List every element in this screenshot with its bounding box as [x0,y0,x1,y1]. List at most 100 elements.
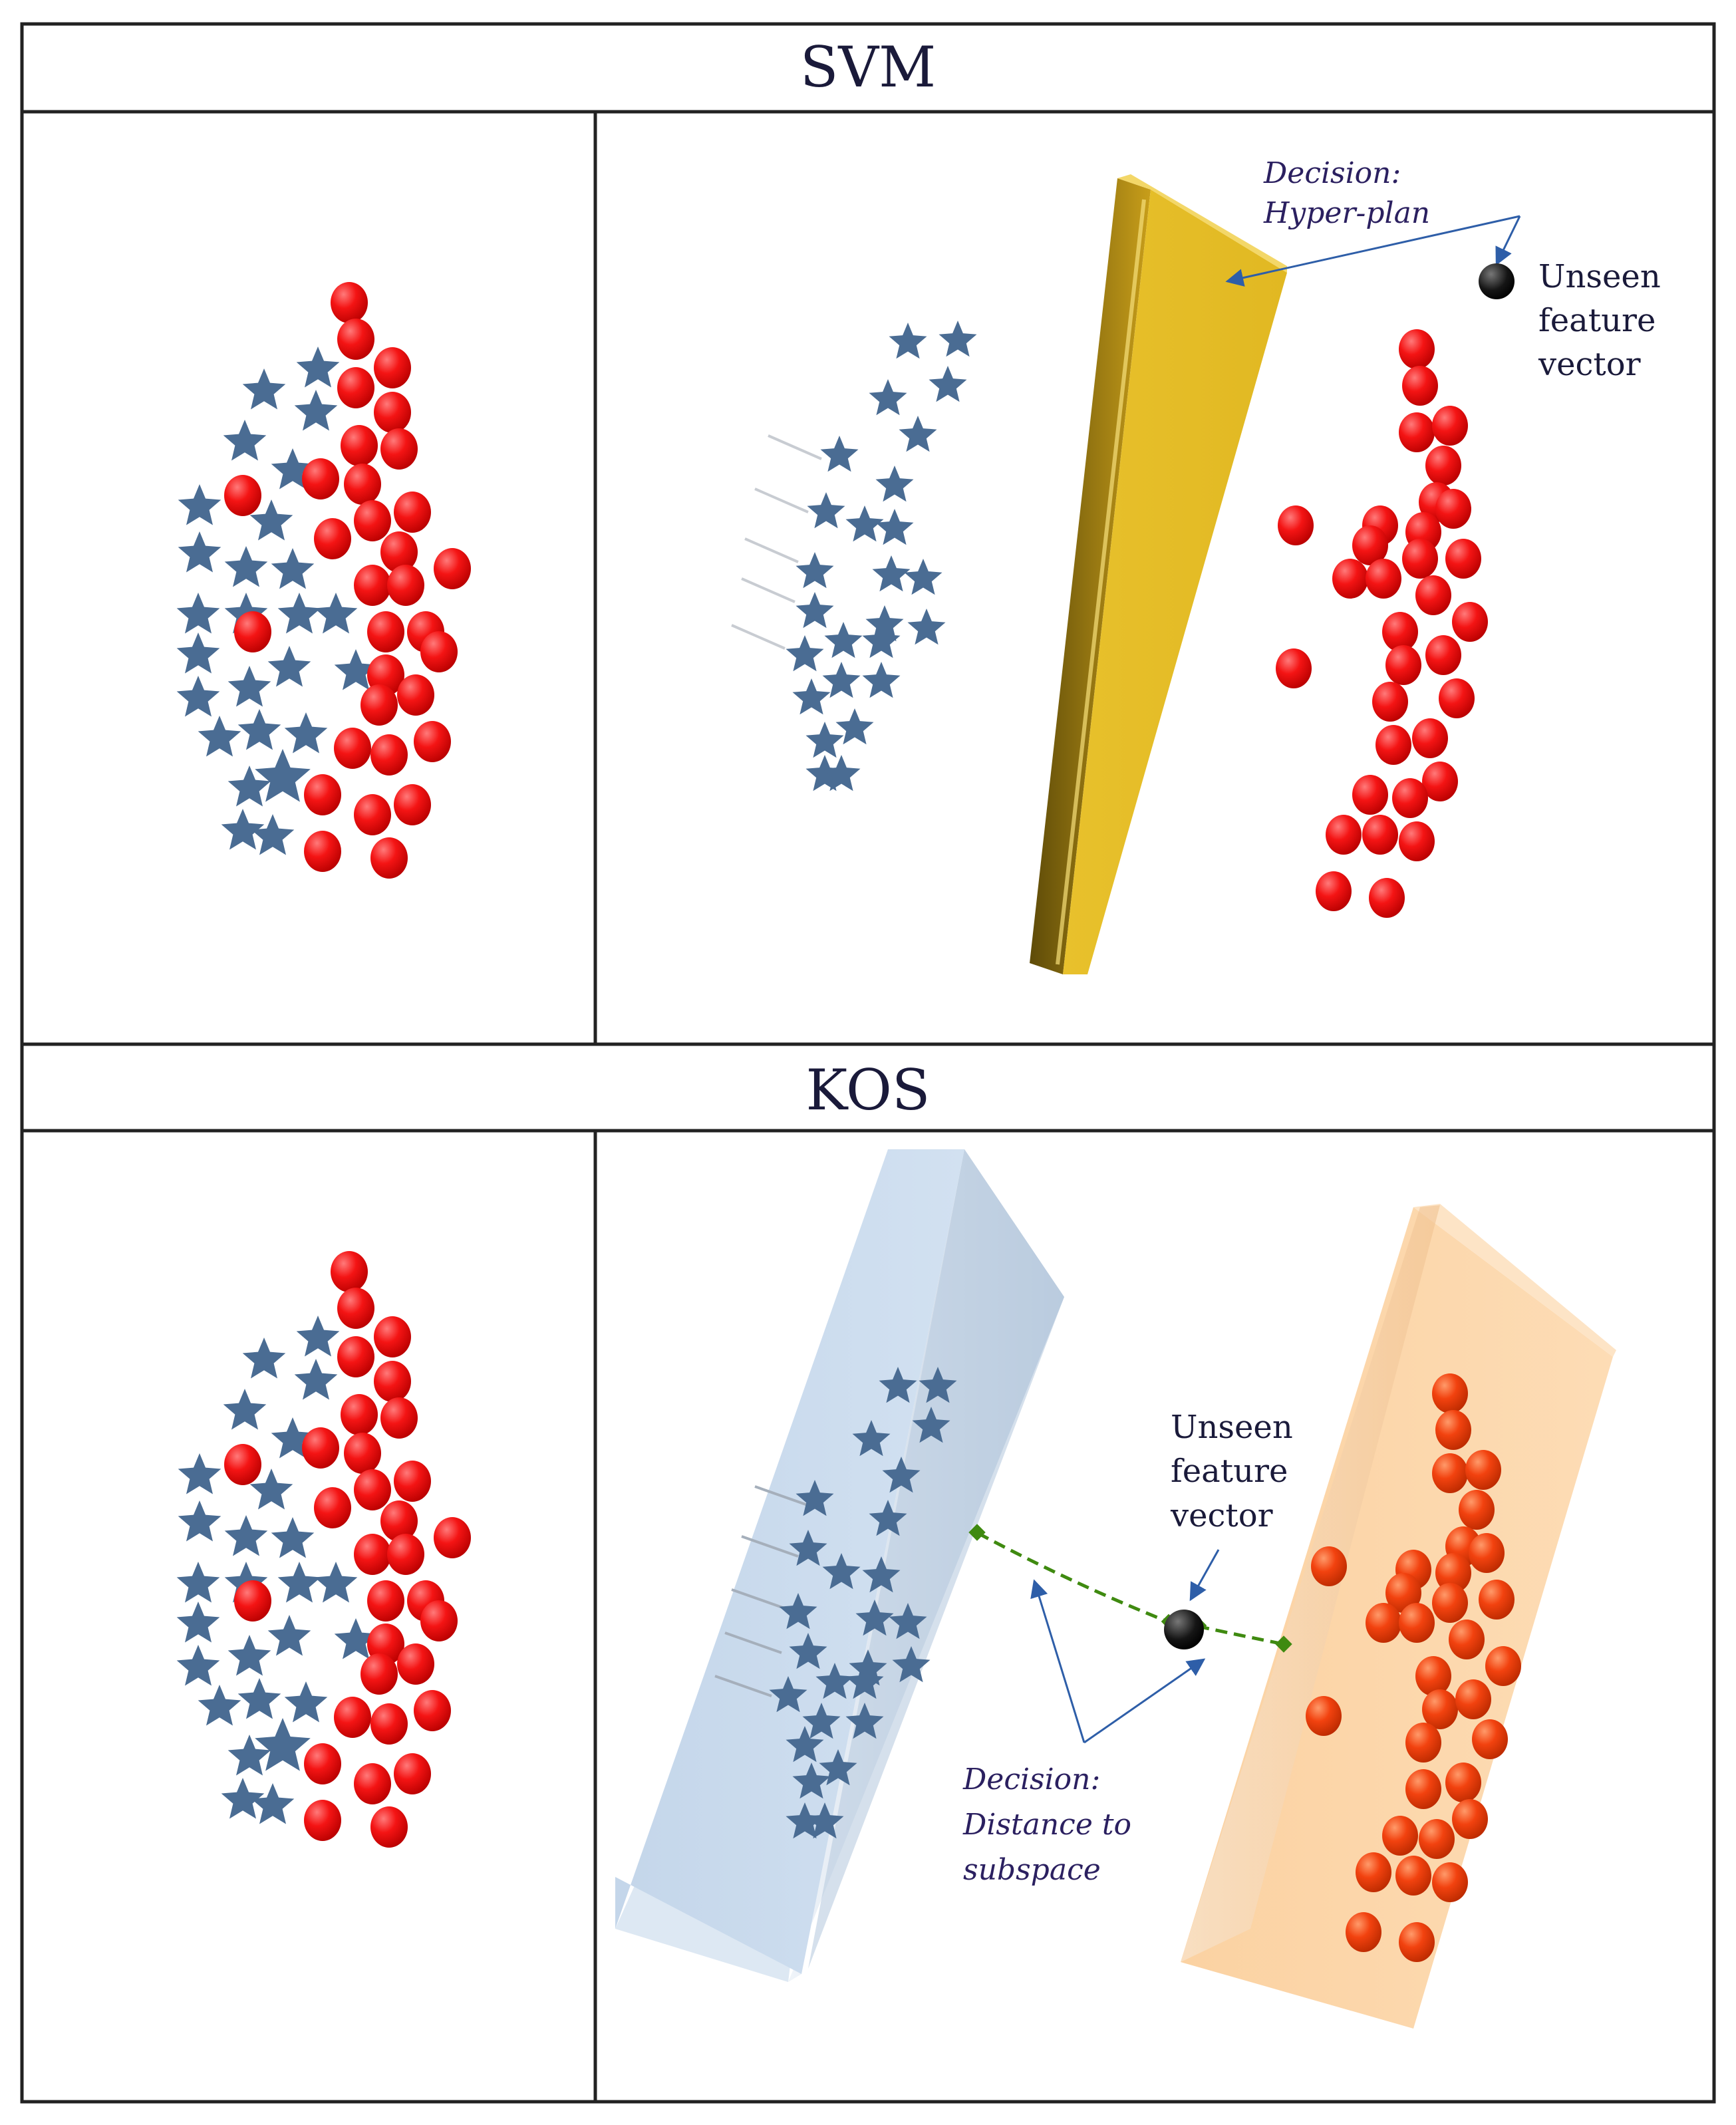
svm-unseen-line2: feature [1538,302,1656,339]
motion-trail [741,1535,799,1558]
circle-icon [1385,1573,1421,1613]
star-icon [176,1562,220,1603]
circle-icon [387,1534,424,1575]
circle-icon [1382,612,1418,652]
star-icon [284,1681,328,1723]
star-icon [862,622,901,658]
kos-circle-cluster [1306,1373,1521,1962]
circle-icon [1439,678,1475,718]
circle-icon [337,319,374,360]
kos-decision-label-line3: subspace [963,1853,1101,1887]
circle-icon [387,565,424,606]
circle-icon [1432,1453,1468,1493]
kos-decision-annotation: Decision: Distance to subspace [962,1579,1206,1887]
circle-icon [1449,1620,1485,1659]
circle-icon [374,347,411,388]
kos-unseen-point [1164,1610,1204,1649]
circle-icon [354,1534,391,1575]
motion-trail [714,1675,772,1697]
motion-trail [754,1485,812,1508]
circle-icon [1469,1533,1505,1573]
star-icon [296,1316,340,1357]
circle-icon [1306,1696,1342,1736]
circle-icon [234,1580,271,1622]
star-icon [907,609,946,645]
circle-icon [374,1316,411,1357]
star-icon [882,1457,921,1493]
circle-icon [1346,1912,1381,1952]
circle-icon [334,728,371,769]
circle-icon [394,784,431,825]
circle-icon [331,1251,368,1292]
star-icon [820,436,859,472]
circle-icon [1415,1656,1451,1696]
star-icon [271,1517,315,1558]
star-icon [789,1530,827,1566]
circle-icon [1276,648,1312,688]
circle-icon [394,492,431,533]
circle-icon [1445,1763,1481,1802]
star-icon [796,592,834,629]
circle-icon [1369,878,1405,918]
circle-icon [370,734,408,776]
circle-icon [1382,1816,1418,1856]
star-icon [899,416,937,452]
star-icon [822,662,861,698]
circle-icon [337,1336,374,1377]
star-icon [198,1685,241,1726]
star-icon [294,1359,338,1400]
circle-icon [224,1444,261,1485]
svm-unseen-line1: Unseen [1538,258,1661,295]
motion-trail [744,537,799,563]
svm-decision-label-line1: Decision: [1263,156,1401,190]
circle-icon [1366,1603,1401,1643]
star-icon [805,722,844,758]
circle-icon [1419,1819,1455,1859]
distance-to-blue-subspace-line [976,1531,1171,1625]
motion-trail [754,488,809,513]
circle-icon [1465,1450,1501,1490]
kos-unseen-arrow [1189,1549,1220,1602]
star-icon [249,1469,293,1510]
star-icon [845,505,884,542]
star-icon [223,1389,267,1430]
circle-icon [1452,1799,1488,1839]
circle-icon [1366,559,1401,599]
star-icon [939,321,977,357]
circle-icon [1425,446,1461,486]
star-icon [334,1618,378,1659]
star-icon [892,1646,931,1683]
circle-icon [1385,645,1421,685]
star-icon [242,368,286,410]
circle-icon [304,831,341,872]
star-icon [869,379,907,416]
motion-trail [724,1631,782,1654]
star-icon [277,1562,321,1603]
kos-unseen-line2: feature [1171,1453,1288,1490]
motion-trail [731,1588,789,1611]
kos-star-cluster [714,1367,957,1839]
kos-decision-label-line2: Distance to [962,1808,1131,1842]
distance-to-orange-subspace-line [1197,1624,1284,1646]
circle-icon [304,1800,341,1841]
star-icon [869,1500,907,1536]
svm-circle-cluster [1276,329,1488,918]
circle-icon [304,1743,341,1784]
star-icon [296,347,340,388]
circle-icon [354,1763,391,1804]
circle-icon [1405,1769,1441,1809]
circle-icon [1399,1603,1435,1643]
svm-unseen-point [1479,263,1515,299]
star-icon [227,1635,271,1676]
circle-icon [1375,725,1411,765]
star-icon [904,559,942,595]
star-icon [872,555,911,592]
star-icon [822,755,861,791]
circle-icon [1402,366,1438,406]
circle-icon [380,1397,418,1439]
star-icon [221,1778,265,1819]
circle-icon [370,837,408,879]
svm-unseen-line3: vector [1538,346,1641,383]
star-icon [284,712,328,754]
star-icon [807,492,845,529]
